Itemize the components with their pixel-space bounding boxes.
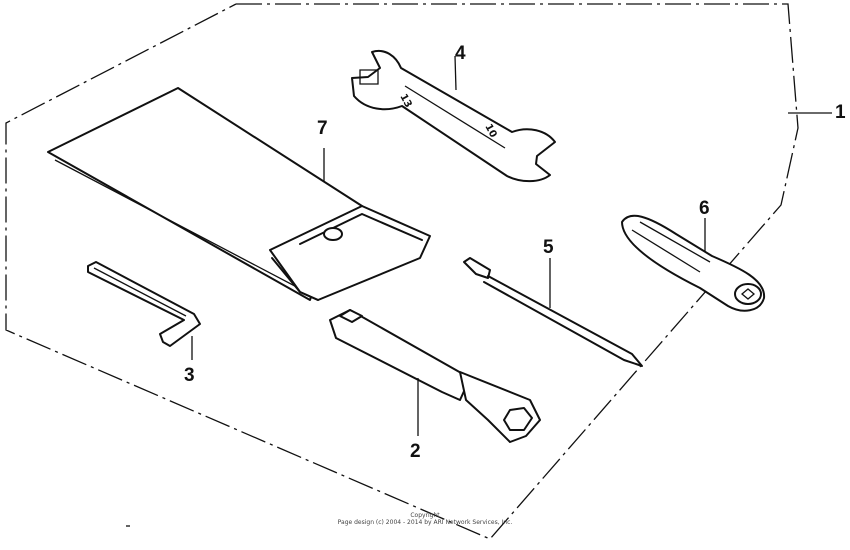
hex-key: [87, 261, 201, 360]
tool-bag: [47, 87, 431, 301]
screwdriver-handle: [621, 214, 766, 312]
callout-3: 3: [184, 365, 195, 386]
callout-4: 4: [455, 43, 466, 64]
assembly-boundary: [5, 3, 832, 540]
callout-5: 5: [543, 237, 554, 258]
copyright-notice: Page design (c) 2004 - 2014 by ARI Netwo…: [337, 519, 513, 526]
box-wrench: [329, 309, 541, 443]
callout-2: 2: [410, 441, 421, 462]
copyright-title: Copyright: [410, 512, 440, 519]
callout-7: 7: [317, 118, 328, 139]
callout-1: 1: [835, 102, 846, 123]
callout-leader-4: [454, 55, 457, 91]
screwdriver: [463, 257, 643, 367]
open-end-wrench: [351, 50, 556, 183]
callout-6: 6: [699, 198, 710, 219]
